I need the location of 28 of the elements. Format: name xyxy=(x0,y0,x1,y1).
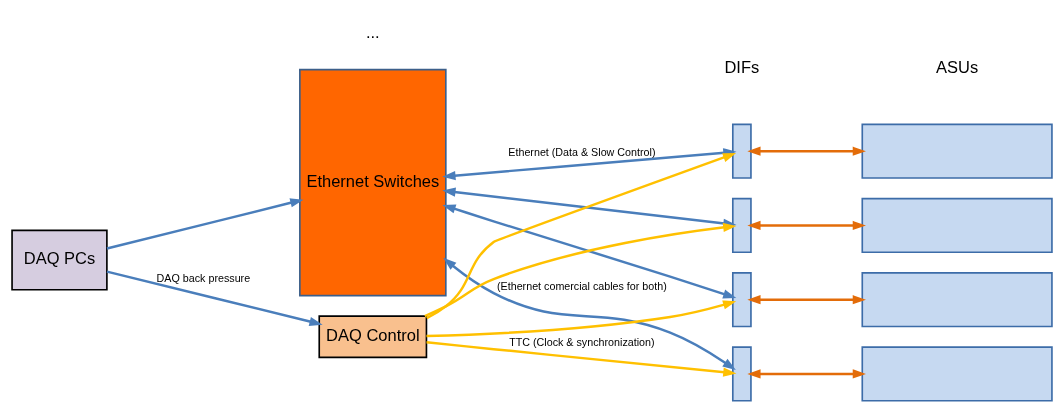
arrow xyxy=(747,368,866,379)
node-box xyxy=(731,345,752,402)
edge-label: Ethernet (Data & Slow Control) xyxy=(508,145,656,158)
node-box xyxy=(731,271,752,327)
arrow xyxy=(747,146,866,156)
arrow xyxy=(424,222,737,317)
edge-label: (Ethernet comercial cables for both) xyxy=(496,279,667,292)
node-box xyxy=(731,123,752,179)
node-box: DAQ Control xyxy=(318,314,428,358)
arrow xyxy=(106,197,304,250)
arrow xyxy=(747,220,866,230)
arrow xyxy=(443,257,736,370)
node-box xyxy=(861,123,1053,179)
arrow xyxy=(426,299,737,337)
label: ... xyxy=(365,22,380,41)
node-box: Ethernet Switches xyxy=(299,68,447,296)
label: DIFs xyxy=(724,57,760,76)
edge-label: DAQ back pressure xyxy=(156,271,251,284)
node-box xyxy=(731,197,752,253)
arrow xyxy=(747,294,866,304)
node-box xyxy=(861,197,1053,253)
label: ASUs xyxy=(936,57,979,76)
arrow xyxy=(106,269,323,326)
node-box xyxy=(861,271,1053,327)
node-box xyxy=(861,345,1053,402)
node-box: DAQ PCs xyxy=(11,229,108,291)
arrow xyxy=(426,340,737,377)
edge-label: TTC (Clock & synchronization) xyxy=(509,335,655,348)
